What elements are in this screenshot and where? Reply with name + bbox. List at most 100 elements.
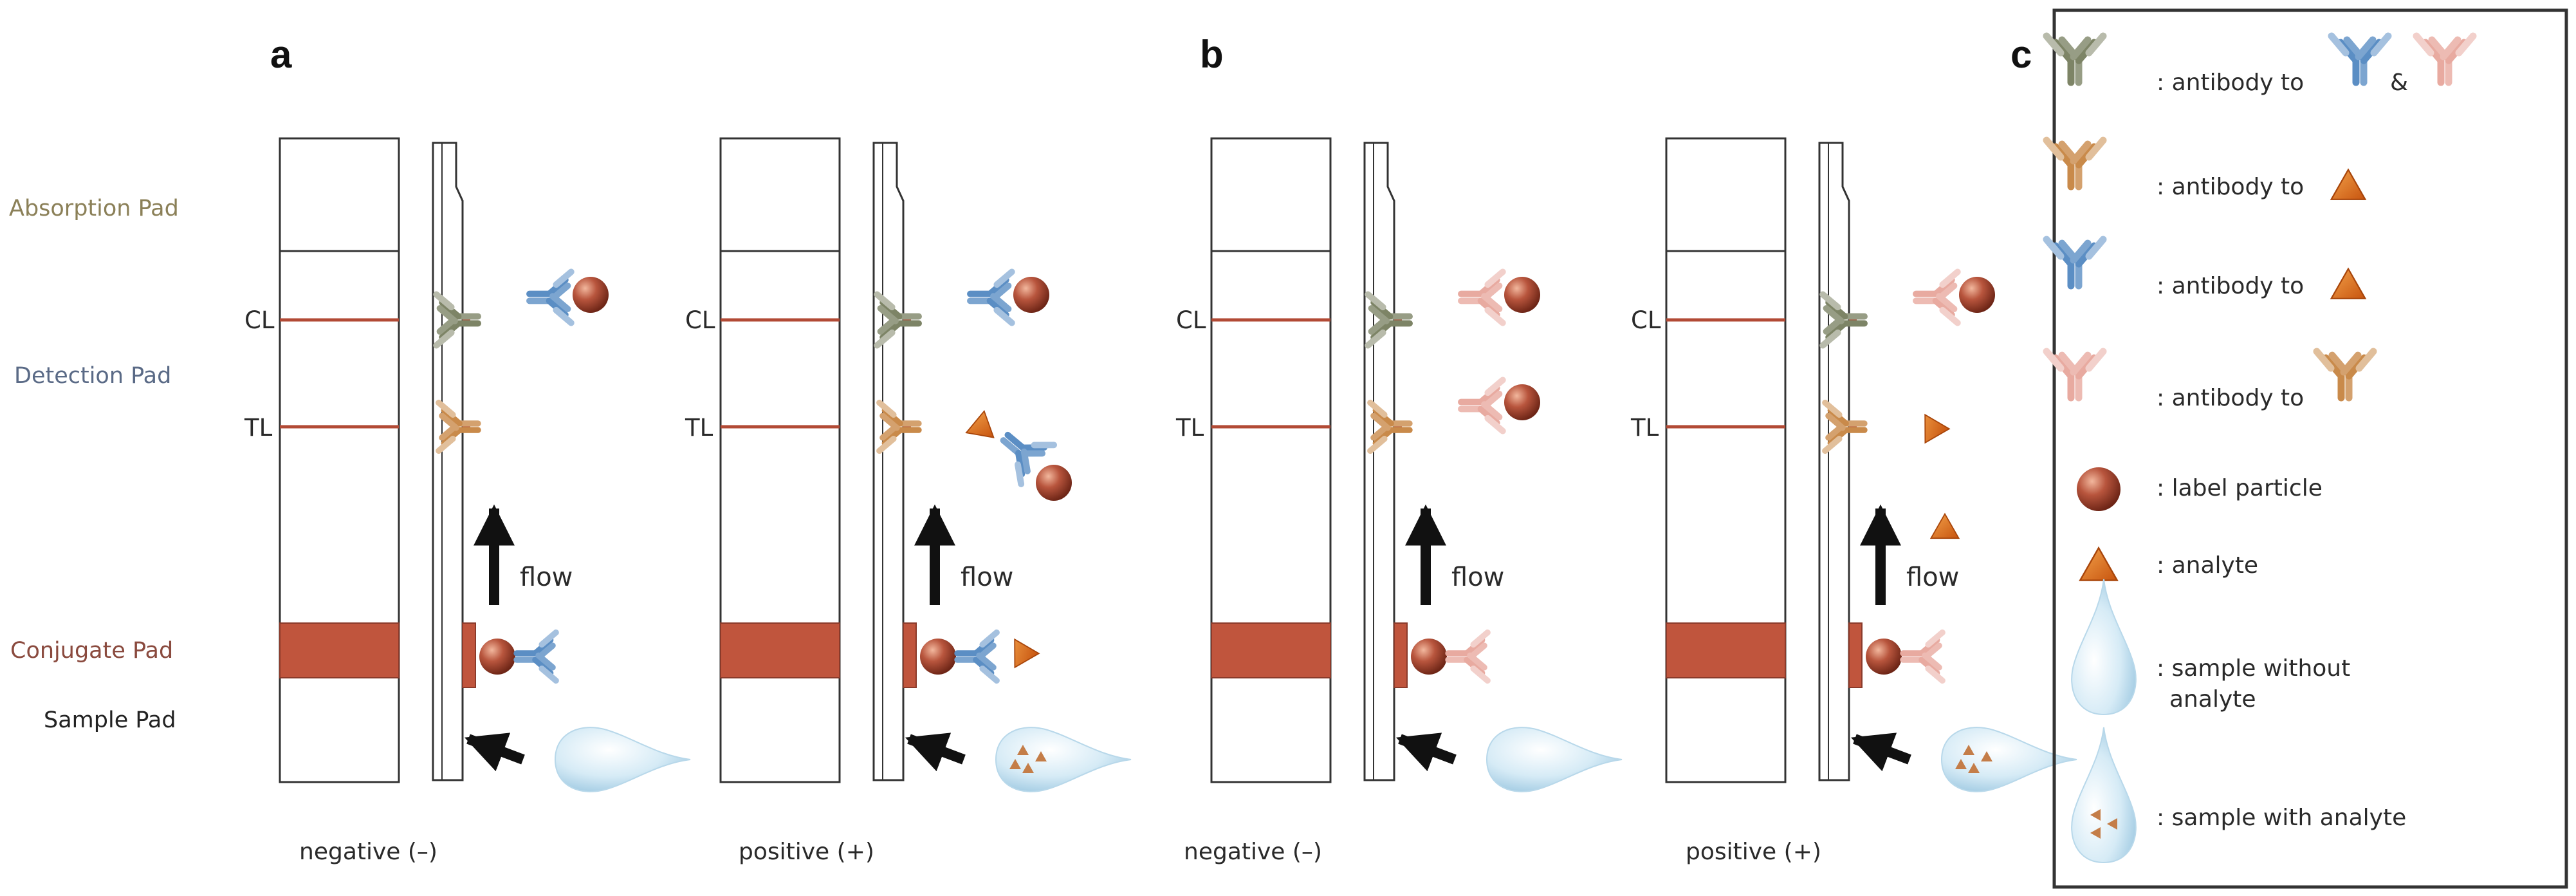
- flow-label: flow: [961, 563, 1013, 592]
- sample-with-analyte-drop-icon: [1940, 727, 2077, 792]
- analyte-in-drop-icon: [2090, 827, 2101, 839]
- label-particle-icon: [1036, 465, 1072, 501]
- legend-label-sample-with: : sample with analyte: [2157, 805, 2406, 831]
- legend-label-particle: : label particle: [2157, 475, 2323, 501]
- legend-label-analyte: : analyte: [2157, 552, 2258, 579]
- strip-body: [279, 137, 400, 783]
- legend-label-antibody-2: : antibody to: [2157, 174, 2304, 200]
- detector-antibody-icon: [1458, 268, 1506, 326]
- strip-side-view: [1363, 142, 1395, 781]
- detector-antibody-icon: [1913, 268, 1961, 326]
- conjugate-antibody-icon: [513, 629, 559, 684]
- caption-a-positive: positive (+): [739, 839, 874, 865]
- sample-arrow-icon: [1396, 733, 1457, 772]
- strip-body: [1665, 137, 1787, 783]
- label-particle-icon: [1959, 277, 1995, 313]
- legend-label-antibody-3: : antibody to: [2157, 273, 2304, 299]
- control-antibody-icon: [433, 291, 481, 349]
- test-antibody-icon: [876, 399, 922, 454]
- legend-ampersand: &: [2390, 70, 2408, 96]
- caption-b-positive: positive (+): [1686, 839, 1821, 865]
- legend-label-particle-icon: [2077, 467, 2121, 511]
- analyte-in-drop-icon: [1981, 751, 1992, 761]
- analyte-icon: [1924, 413, 1951, 444]
- strip-a-positive: CL TL flow: [685, 137, 1132, 792]
- test-antibody-icon: [436, 399, 481, 454]
- strip-body: [1210, 137, 1332, 783]
- detection-pad-label: Detection Pad: [14, 363, 171, 389]
- strip-side-view: [872, 142, 905, 781]
- legend-label-sample-without-line-1: : sample without: [2157, 655, 2350, 682]
- bound-analyte-icon: [1014, 638, 1040, 669]
- label-particle-icon: [1013, 277, 1049, 313]
- test-line-label: TL: [685, 414, 713, 442]
- legend-analyte-icon: [2079, 546, 2119, 581]
- test-antibody-icon: [1822, 399, 1868, 454]
- conjugate-pad-block: [720, 622, 840, 678]
- legend-panel: : antibody to & : antibody to : antibody…: [2043, 8, 2568, 889]
- legend-label-antibody-4: : antibody to: [2157, 385, 2304, 411]
- legend-antibody-pink-icon: [2413, 32, 2477, 86]
- analyte-in-drop-icon: [1022, 763, 1034, 773]
- side-conjugate-pad: [1848, 622, 1863, 688]
- legend-border: [2052, 8, 2568, 889]
- legend-sample-without-analyte-icon: [2071, 579, 2137, 716]
- control-antibody-icon: [874, 291, 922, 349]
- analyte-in-drop-icon: [1009, 759, 1021, 769]
- analyte-in-drop-icon: [1968, 763, 1980, 773]
- test-line-label: TL: [244, 414, 273, 442]
- caption-b-negative: negative (–): [1184, 839, 1322, 865]
- sample-arrow-icon: [465, 733, 525, 772]
- side-conjugate-pad: [462, 622, 476, 688]
- conjugate-particle-icon: [1866, 639, 1902, 675]
- conjugate-particle-icon: [1411, 639, 1447, 675]
- legend-label-antibody-1: : antibody to: [2157, 70, 2304, 96]
- legend-label-sample-without-line-2: analyte: [2169, 686, 2256, 713]
- side-conjugate-pad: [903, 622, 917, 688]
- sample-without-analyte-drop-icon: [1486, 727, 1623, 792]
- strip-body: [719, 137, 841, 783]
- control-antibody-icon: [1365, 291, 1413, 349]
- panel-label-a: a: [270, 33, 292, 76]
- label-particle-icon: [1504, 384, 1540, 420]
- flow-label: flow: [520, 563, 573, 592]
- caption-a-negative: negative (–): [299, 839, 437, 865]
- analyte-in-drop-icon: [2090, 809, 2101, 821]
- control-antibody-icon: [1819, 291, 1868, 349]
- sample-pad-label: Sample Pad: [44, 707, 176, 733]
- free-analyte-icon: [1929, 512, 1960, 539]
- test-line-label: TL: [1175, 414, 1204, 442]
- control-line-label: CL: [1631, 306, 1661, 334]
- detector-antibody-icon: [1000, 431, 1058, 487]
- label-particle-icon: [1504, 277, 1540, 313]
- legend-antibody-pink-2-icon: [2043, 348, 2107, 402]
- analyte-in-drop-icon: [1017, 745, 1029, 755]
- conjugate-pad-block: [1666, 622, 1786, 678]
- conjugate-antibody-icon: [1900, 629, 1946, 684]
- control-line-label: CL: [685, 306, 715, 334]
- sample-arrow-icon: [905, 733, 966, 772]
- absorption-pad-label: Absorption Pad: [9, 196, 179, 221]
- captured-analyte-icon: [965, 409, 995, 438]
- analyte-in-drop-icon: [1955, 759, 1967, 769]
- analyte-in-drop-icon: [1963, 745, 1974, 755]
- conjugate-particle-icon: [920, 639, 956, 675]
- conjugate-antibody-icon: [954, 629, 1000, 684]
- legend-analyte-target-icon: [2330, 168, 2367, 200]
- analyte-in-drop-icon: [2107, 818, 2117, 830]
- strip-side-view: [1818, 142, 1850, 781]
- legend-sample-with-analyte-icon: [2071, 727, 2137, 864]
- flow-label: flow: [1906, 563, 1959, 592]
- analyte-in-drop-icon: [1035, 751, 1047, 761]
- panel-label-b: b: [1200, 33, 1224, 76]
- panel-label-c: c: [2010, 33, 2032, 76]
- test-antibody-icon: [1367, 399, 1413, 454]
- conjugate-pad-block: [279, 622, 400, 678]
- sample-with-analyte-drop-icon: [995, 727, 1132, 792]
- conjugate-pad-label: Conjugate Pad: [10, 638, 173, 664]
- legend-antibody-orange-icon: [2043, 136, 2107, 191]
- legend-label-sample-without: : sample without analyte: [2157, 655, 2358, 713]
